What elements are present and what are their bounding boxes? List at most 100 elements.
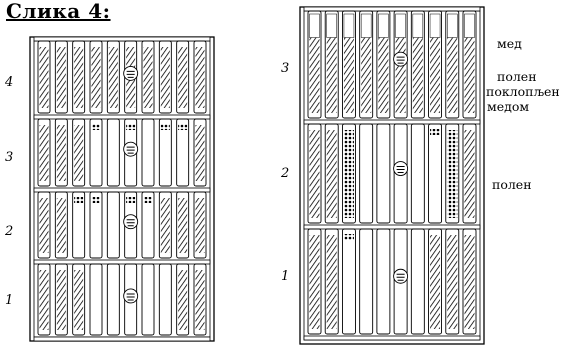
queen-cup [141, 263, 155, 336]
pollen-partial [430, 129, 441, 135]
queen-cup [106, 191, 120, 259]
legend-pollen-capped-line3: медом [487, 99, 530, 114]
queen-cup [359, 228, 374, 335]
left-frame-row-label-1: 1 [5, 293, 14, 308]
pollen-partial [126, 124, 136, 130]
pollen-fill [447, 235, 458, 329]
honey-cap [343, 13, 355, 38]
pollen-fill [309, 130, 320, 218]
pollen-fill [56, 47, 66, 108]
right-frame-bar [303, 224, 481, 230]
pollen-fill [343, 130, 354, 218]
queen-cup [376, 228, 391, 335]
pollen-fill [108, 47, 118, 108]
pollen-fill [447, 130, 458, 218]
queen-cup [176, 118, 190, 187]
pollen-partial [143, 197, 153, 203]
honey-cap [378, 13, 389, 38]
queen-cup [106, 263, 120, 336]
legend-honey: мед [497, 36, 522, 51]
pollen-partial [91, 197, 101, 203]
honey-cap [326, 13, 337, 38]
honey-cap [360, 13, 372, 38]
legend-pollen-capped-line1: полен [497, 69, 537, 84]
queen-cup [359, 123, 374, 224]
pollen-fill [412, 37, 423, 113]
queen-marker [123, 288, 139, 304]
pollen-fill [361, 37, 372, 113]
pollen-fill [74, 47, 84, 108]
legend-pollen: полен [492, 177, 532, 192]
pollen-fill [178, 198, 188, 253]
pollen-fill [160, 47, 170, 108]
queen-marker [393, 161, 409, 177]
pollen-fill [309, 235, 320, 329]
queen-cup [72, 191, 86, 259]
pollen-fill [464, 130, 475, 218]
queen-cup [89, 118, 103, 187]
pollen-fill [39, 47, 49, 108]
queen-cup [158, 263, 172, 336]
pollen-fill [91, 47, 101, 108]
queen-cup [106, 118, 120, 187]
pollen-partial [91, 124, 101, 130]
pollen-fill [326, 130, 337, 218]
pollen-fill [56, 198, 66, 253]
queen-marker [393, 51, 409, 67]
right-frame-bar [303, 335, 481, 341]
honey-cap [309, 13, 320, 38]
left-frame [29, 36, 215, 342]
pollen-fill [39, 125, 49, 181]
pollen-fill [178, 270, 188, 330]
pollen-fill [326, 37, 337, 113]
left-frame-bar [33, 259, 211, 265]
pollen-fill [143, 47, 153, 108]
pollen-fill [378, 37, 389, 113]
left-frame-row-label-3: 3 [5, 150, 14, 165]
left-frame-bar [33, 36, 211, 42]
queen-marker [123, 214, 139, 230]
left-frame-bar [33, 187, 211, 193]
pollen-fill [74, 125, 84, 181]
legend-pollen-capped-line2: поклопљен [486, 84, 560, 99]
queen-cup [89, 263, 103, 336]
queen-cup [376, 123, 391, 224]
queen-cup [89, 191, 103, 259]
pollen-partial [343, 234, 354, 240]
queen-cup [141, 118, 155, 187]
pollen-partial [160, 124, 170, 130]
pollen-fill [195, 270, 205, 330]
pollen-fill [56, 270, 66, 330]
pollen-fill [56, 125, 66, 181]
pollen-fill [160, 198, 170, 253]
pollen-fill [39, 270, 49, 330]
honey-cap [412, 13, 424, 38]
pollen-fill [74, 270, 84, 330]
queen-cup [158, 118, 172, 187]
honey-cap [464, 13, 475, 38]
pollen-fill [39, 198, 49, 253]
honey-cap [395, 13, 406, 38]
right-frame-bar [303, 119, 481, 125]
pollen-fill [309, 37, 320, 113]
left-frame-bar [33, 114, 211, 120]
right-frame-bar [303, 6, 481, 12]
right-frame-row-label-2: 2 [281, 166, 290, 181]
queen-cup [141, 191, 155, 259]
pollen-fill [326, 235, 337, 329]
pollen-fill [178, 47, 188, 108]
queen-cup [410, 228, 425, 335]
pollen-fill [464, 37, 475, 113]
queen-marker [123, 141, 139, 157]
honey-cap [429, 13, 441, 38]
right-frame-row-label-1: 1 [281, 269, 290, 284]
pollen-fill [464, 235, 475, 329]
pollen-fill [195, 198, 205, 253]
pollen-partial [74, 197, 84, 203]
pollen-fill [195, 125, 205, 181]
pollen-partial [126, 197, 136, 203]
pollen-fill [195, 47, 205, 108]
honey-cap [447, 13, 458, 38]
figure-title: Слика 4: [6, 0, 111, 23]
